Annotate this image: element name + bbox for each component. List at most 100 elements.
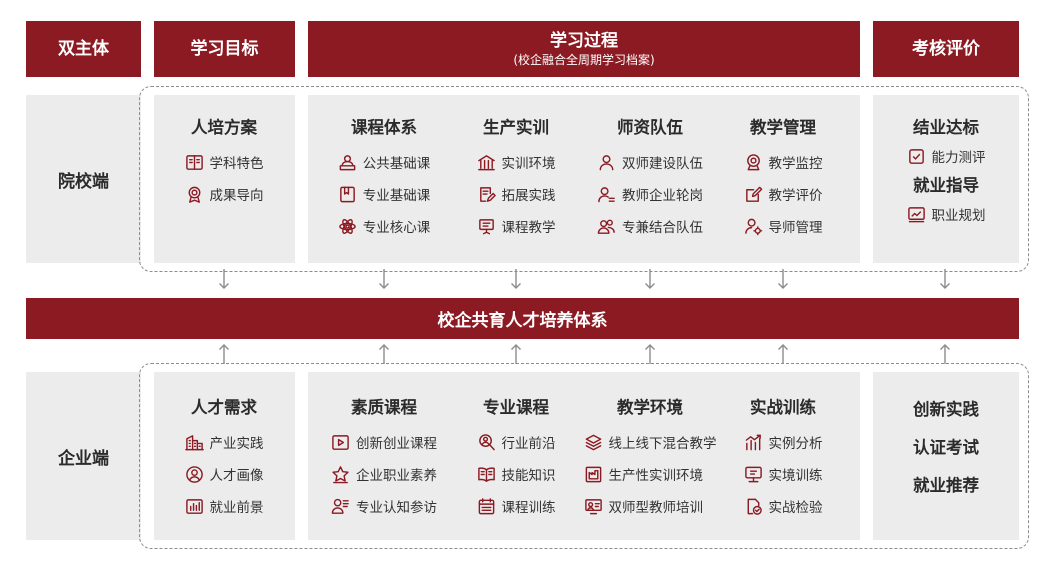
enterprise-assessment-column: 创新实践 认证考试 就业推荐 xyxy=(873,391,1019,505)
list-item-label: 人才画像 xyxy=(209,468,264,484)
monitor-icon xyxy=(744,465,763,484)
school-column: 师资队伍双师建设队伍教师企业轮岗专兼结合队伍 xyxy=(575,118,725,242)
center-band: 校企共育人才培养体系 xyxy=(26,298,1019,339)
header-assessment: 考核评价 xyxy=(873,21,1019,77)
list-item-label: 公共基础课 xyxy=(362,156,431,172)
school-column: 课程体系公共基础课专业基础课专业核心课 xyxy=(309,118,459,242)
column-title: 素质课程 xyxy=(351,398,417,417)
school-dashed-frame xyxy=(139,86,1029,272)
column-title: 专业课程 xyxy=(483,398,549,417)
arrow-up-icon xyxy=(644,343,656,365)
search-user-icon xyxy=(477,433,496,452)
row-label-enterprise-text: 企业端 xyxy=(58,448,109,469)
list-item-label: 实例分析 xyxy=(768,436,823,452)
center-band-label: 校企共育人才培养体系 xyxy=(437,311,608,331)
enterprise-goal-box xyxy=(154,372,295,540)
profile-icon xyxy=(185,465,204,484)
list-item: 双师建设队伍 xyxy=(597,146,703,178)
people-icon xyxy=(338,153,357,172)
list-item: 教学评价 xyxy=(744,178,823,210)
building-icon xyxy=(477,153,496,172)
header-goal-label: 学习目标 xyxy=(190,39,259,59)
list-item-label: 专兼结合队伍 xyxy=(622,220,703,236)
column-title: 教学环境 xyxy=(617,398,683,417)
arrow-up-icon xyxy=(939,343,951,365)
list-item: 专业认知参访 xyxy=(331,490,437,522)
list-item: 公共基础课 xyxy=(338,146,431,178)
list-item-label: 双师型教师培训 xyxy=(608,500,704,516)
list-item: 人才画像 xyxy=(185,458,264,490)
arrow-down-icon xyxy=(510,268,522,290)
list-item: 职业规划 xyxy=(907,198,986,230)
user-icon xyxy=(597,153,616,172)
checkbox-icon xyxy=(907,147,926,166)
list-item-label: 拓展实践 xyxy=(501,188,556,204)
enterprise-column: 实战训练实例分析实境训练实战检验 xyxy=(708,398,858,522)
list-item: 课程训练 xyxy=(477,490,556,522)
school-assess-box xyxy=(873,95,1019,263)
list-item-label: 双师建设队伍 xyxy=(622,156,703,172)
list-item-label: 行业前沿 xyxy=(501,436,556,452)
column-title: 课程体系 xyxy=(351,118,417,137)
list-item: 教师企业轮岗 xyxy=(597,178,703,210)
list-item-label: 能力测评 xyxy=(931,150,986,166)
user-gear-icon xyxy=(744,217,763,236)
school-column: 生产实训实训环境拓展实践课程教学 xyxy=(441,118,591,242)
list-item: 创新创业课程 xyxy=(331,426,437,458)
assessment-item: 创新实践 xyxy=(913,400,979,419)
list-item-label: 创新创业课程 xyxy=(356,436,437,452)
list-item: 技能知识 xyxy=(477,458,556,490)
presentation-icon xyxy=(477,217,496,236)
city-icon xyxy=(184,433,204,452)
list-item-label: 职业规划 xyxy=(931,208,986,224)
file-check-icon xyxy=(744,497,763,516)
enterprise-column: 专业课程行业前沿技能知识课程训练 xyxy=(441,398,591,522)
list-item: 企业职业素养 xyxy=(331,458,437,490)
list-item-label: 专业核心课 xyxy=(362,220,431,236)
list-item: 能力测评 xyxy=(907,140,986,172)
arrow-up-icon xyxy=(378,343,390,365)
list-item: 拓展实践 xyxy=(477,178,556,210)
list-item: 成果导向 xyxy=(185,178,264,210)
list-item-label: 教学评价 xyxy=(768,188,823,204)
award-icon xyxy=(185,185,204,204)
list-item: 导师管理 xyxy=(744,210,823,242)
list-item-label: 技能知识 xyxy=(501,468,556,484)
list-item: 实境训练 xyxy=(744,458,823,490)
arrow-down-icon xyxy=(939,268,951,290)
list-item: 学科特色 xyxy=(185,146,264,178)
header-process-subtitle: (校企融合全周期学习档案) xyxy=(513,52,655,67)
list-item-label: 生产性实训环境 xyxy=(608,468,704,484)
arrow-up-icon xyxy=(218,343,230,365)
enterprise-column: 素质课程创新创业课程企业职业素养专业认知参访 xyxy=(309,398,459,522)
camera-icon xyxy=(744,153,763,172)
list-item-label: 专业基础课 xyxy=(362,188,431,204)
column-title: 教学管理 xyxy=(750,118,816,137)
enterprise-column: 人才需求产业实践人才画像就业前景 xyxy=(149,398,299,522)
list-item-label: 教学监控 xyxy=(768,156,823,172)
school-goal-box xyxy=(154,95,295,263)
column-title: 实战训练 xyxy=(750,398,816,417)
list-item-label: 课程教学 xyxy=(501,220,556,236)
list-item-label: 实训环境 xyxy=(501,156,556,172)
list-item: 线上线下混合教学 xyxy=(584,426,717,458)
list-item-label: 教师企业轮岗 xyxy=(622,188,703,204)
list-item: 实训环境 xyxy=(477,146,556,178)
arrow-down-icon xyxy=(777,268,789,290)
document-edit-icon xyxy=(477,185,496,204)
column-title: 生产实训 xyxy=(483,118,549,137)
column-title: 师资队伍 xyxy=(617,118,683,137)
bar-chart-icon xyxy=(185,497,204,516)
users-icon xyxy=(597,217,616,236)
list-item: 就业前景 xyxy=(185,490,264,522)
enterprise-column: 教学环境线上线下混合教学生产性实训环境双师型教师培训 xyxy=(575,398,725,522)
list-item: 专业基础课 xyxy=(338,178,431,210)
row-label-school-text: 院校端 xyxy=(58,171,109,192)
list-item-label: 就业前景 xyxy=(209,500,264,516)
edit-icon xyxy=(744,185,763,204)
user-equal-icon xyxy=(597,185,616,204)
column-title: 人培方案 xyxy=(191,118,257,137)
book-icon xyxy=(185,153,204,172)
school-column: 教学管理教学监控教学评价导师管理 xyxy=(708,118,858,242)
calendar-icon xyxy=(477,497,496,516)
